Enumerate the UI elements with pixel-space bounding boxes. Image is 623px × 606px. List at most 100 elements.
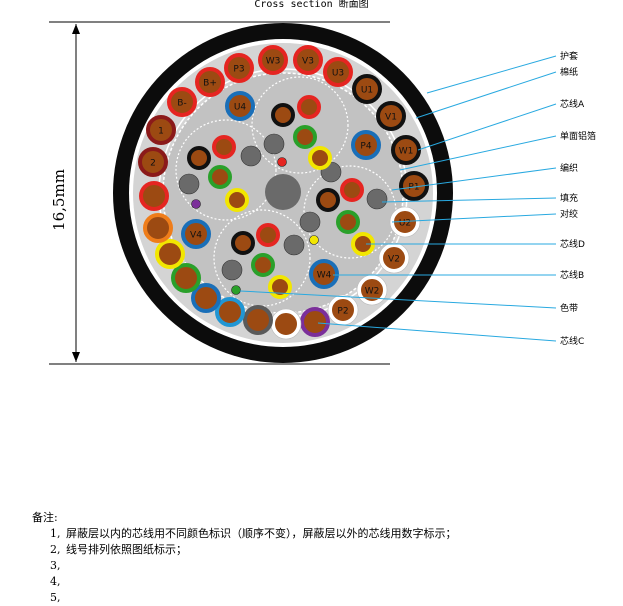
pair-core [268,275,292,299]
callout-label: 编织 [560,162,578,174]
filler-core [263,133,285,155]
core-label: U1 [361,86,373,96]
note-item: 4, [50,575,61,588]
center-filler [265,174,301,210]
outer-core: V2 [378,242,410,274]
outer-core: 2 [138,147,168,177]
core-label: P2 [337,307,348,317]
pair-core [212,135,236,159]
core-label: V1 [385,113,397,123]
callout-label: 芯线C [560,335,584,347]
inner-core: V4 [181,219,211,249]
callout-label: 色带 [560,302,578,314]
inner-core: P4 [351,130,381,160]
color-tape [277,157,287,167]
pair-core [340,178,364,202]
note-item: 2,线号排列依照图纸标示； [50,543,187,556]
callout-lines [239,55,557,342]
outer-core: 1 [146,115,176,145]
color-tape [191,199,201,209]
pair-core [316,188,340,212]
filler-core [366,188,388,210]
outer-core [270,308,302,340]
pair-core [297,95,321,119]
notes-heading: 备注: [32,511,58,524]
outer-core: V1 [376,101,406,131]
core-label: U2 [399,219,411,229]
pair-core [231,231,255,255]
outer-core [143,213,173,243]
filler-core [283,234,305,256]
pair-core [251,253,275,277]
pair-core [293,125,317,149]
outer-core [155,239,185,269]
callout-label: 对绞 [560,208,578,220]
diagram-title: Cross section 断面图 [254,0,369,10]
callout-label: 芯线B [560,269,584,281]
note-item: 1,屏蔽层以内的芯线用不同颜色标识（顺序不变），屏蔽层以外的芯线用数字标示； [50,527,457,540]
outer-core [171,263,201,293]
core-label: W1 [399,147,414,157]
filler-core [178,173,200,195]
note-item: 5, [50,591,61,604]
outer-core [300,307,330,337]
outer-core: P2 [327,294,359,326]
outer-core [139,181,169,211]
outer-core [191,283,221,313]
notes-section: 备注: 1,屏蔽层以内的芯线用不同颜色标识（顺序不变），屏蔽层以外的芯线用数字标… [32,510,457,606]
core-label: P3 [233,65,244,75]
callout-label: 单面铝箔 [560,130,596,142]
color-tape [231,285,241,295]
color-tape [309,235,319,245]
note-item: 3, [50,559,61,572]
core-label: B- [177,99,186,109]
outer-core: U3 [323,57,353,87]
callout-label: 护套 [560,50,578,62]
core-label: V2 [388,255,400,265]
outer-core [215,297,245,327]
pair-core [225,188,249,212]
outer-core [243,305,273,335]
outer-core: U2 [389,206,421,238]
callout-label: 芯线D [560,238,585,250]
dimension-marker: 16,5mm [49,21,390,365]
core-label: V3 [302,57,314,67]
core-label: P4 [360,142,371,152]
core-label: 1 [158,127,164,137]
core-label: B+ [203,79,217,89]
inner-core: W4 [309,259,339,289]
inner-core: U4 [225,91,255,121]
filler-core [299,211,321,233]
outer-core: P3 [224,53,254,83]
outer-core: W2 [356,274,388,306]
outer-core: W1 [391,135,421,165]
callout-label: 棉纸 [560,66,578,78]
filler-core [221,259,243,281]
outer-core: W3 [258,45,288,75]
core-label: W4 [317,271,332,281]
core-label: W2 [365,287,380,297]
core-label: U4 [234,103,247,113]
core-label: U3 [332,69,344,79]
pair-core [256,223,280,247]
outer-core: B- [167,87,197,117]
core-label: 2 [150,159,156,169]
pair-core [336,210,360,234]
core-label: V4 [190,231,202,241]
pair-core [208,165,232,189]
pair-core [308,146,332,170]
callout-label: 芯线A [560,98,585,110]
outer-core: U1 [352,74,382,104]
dimension-label: 16,5mm [50,169,68,231]
filler-core [240,145,262,167]
callout-label: 填充 [560,192,578,204]
core-label: W3 [266,57,281,67]
pair-core [187,146,211,170]
pair-core [271,103,295,127]
outer-core: B+ [195,67,225,97]
outer-core: V3 [293,45,323,75]
